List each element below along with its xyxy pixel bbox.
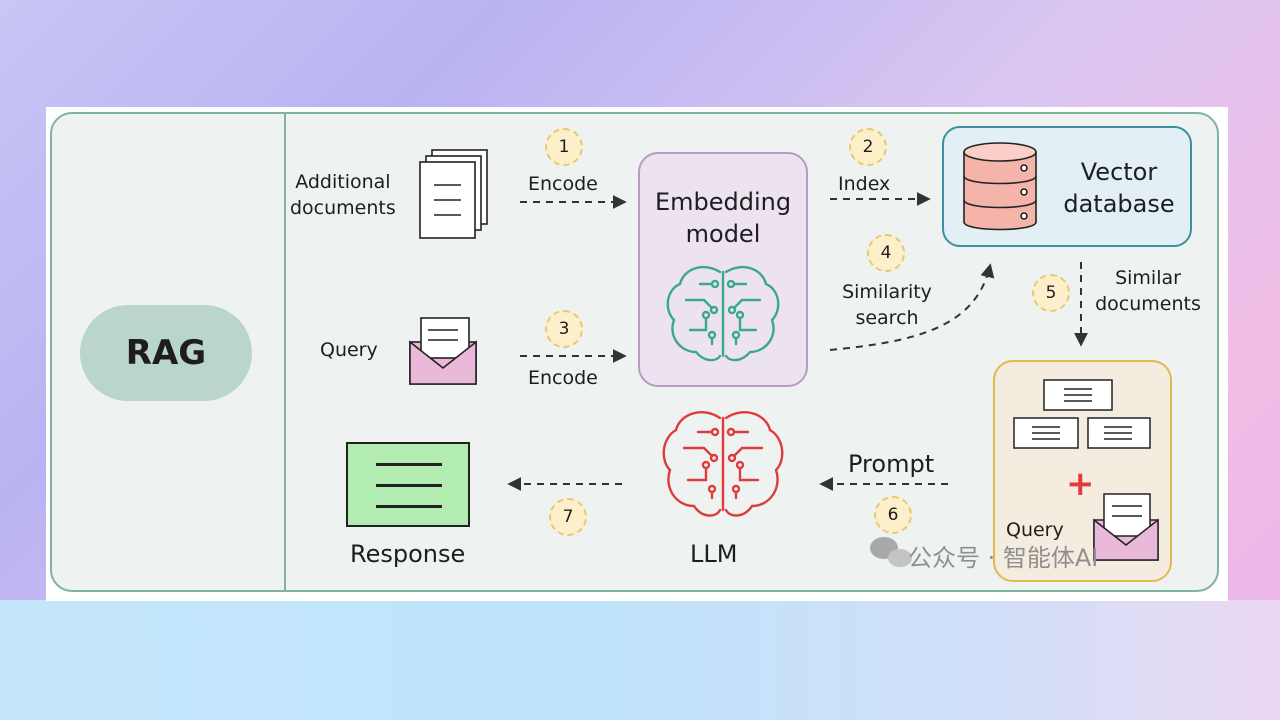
query-label: Query — [320, 339, 378, 361]
step-badge-7: 7 — [549, 498, 587, 536]
step-badge-4: 4 — [867, 234, 905, 272]
envelope-icon — [409, 317, 477, 385]
step-badge-3: 3 — [545, 310, 583, 348]
prompt-label: Prompt — [848, 450, 935, 478]
encode-query-label: Encode — [528, 367, 598, 389]
step-badge-5: 5 — [1032, 274, 1070, 312]
response-line — [376, 505, 442, 508]
similarity-search-label: Similarity search — [842, 281, 932, 329]
document-card-icon — [1013, 379, 1151, 449]
database-icon — [963, 142, 1037, 231]
response-line — [376, 484, 442, 487]
background-bottom — [0, 600, 1280, 720]
watermark: 公众号 · 智能体AI — [870, 538, 1098, 573]
similar-documents-label: Similar documents — [1095, 267, 1201, 315]
watermark-text: 公众号 · 智能体AI — [908, 544, 1099, 572]
step-badge-1: 1 — [545, 128, 583, 166]
additional-documents-label: Additional documents — [290, 171, 396, 219]
envelope-icon — [1093, 493, 1159, 561]
response-label: Response — [350, 540, 466, 568]
encode-docs-label: Encode — [528, 173, 598, 195]
step-badge-2: 2 — [849, 128, 887, 166]
plus-symbol: + — [1066, 464, 1095, 504]
brain-circuit-icon — [662, 411, 784, 517]
prompt-query-label: Query — [1006, 519, 1064, 541]
frame-divider — [284, 114, 286, 590]
response-card-icon — [346, 442, 470, 527]
similarity-search-arrow — [829, 263, 995, 351]
step-badge-6: 6 — [874, 496, 912, 534]
vector-database-label: Vector database — [1063, 158, 1175, 219]
wechat-icon — [870, 537, 912, 567]
response-line — [376, 463, 442, 466]
brain-circuit-icon — [666, 265, 780, 362]
index-label: Index — [838, 173, 891, 195]
llm-label: LLM — [690, 540, 738, 568]
document-stack-icon — [419, 149, 488, 239]
embedding-model-label: Embedding model — [654, 188, 792, 249]
rag-label: RAG — [80, 305, 252, 401]
